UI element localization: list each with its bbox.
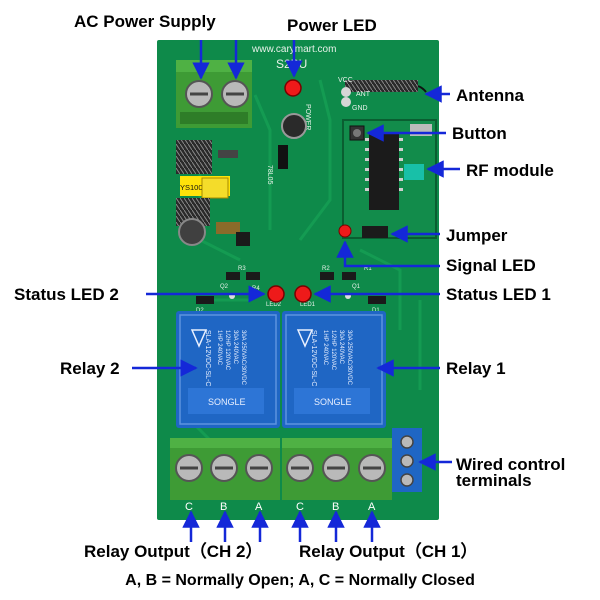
relay-2-brand: SONGLE: [208, 397, 246, 407]
power-supply-circuit: YS10000593: [176, 140, 240, 246]
label-signal-led: Signal LED: [446, 256, 536, 275]
svg-text:1/2HP 120VAC: 1/2HP 120VAC: [224, 330, 230, 371]
footer-note: A, B = Normally Open; A, C = Normally Cl…: [125, 572, 475, 589]
silk-r1: R1: [364, 266, 372, 272]
button-cap: [353, 129, 361, 137]
pin-label-c-ch2: C: [185, 501, 193, 513]
pin-label-a-ch2: A: [255, 501, 263, 513]
ac-terminal-block: [176, 60, 252, 128]
label-status-led-1: Status LED 1: [446, 285, 551, 304]
silk-q1: Q1: [352, 284, 361, 290]
label-wired-control: Wired control: [456, 455, 566, 474]
silk-led1: LED1: [300, 302, 316, 308]
svg-text:30A 240VAC: 30A 240VAC: [232, 330, 238, 365]
arrow-signal-led: [336, 240, 440, 268]
label-relay-output-ch1: Relay Output（CH 1）: [299, 542, 478, 561]
svg-text:30A 240VAC: 30A 240VAC: [338, 330, 344, 365]
pin-label-c-ch1: C: [296, 501, 304, 513]
label-relay-output-ch2: Relay Output（CH 2）: [84, 542, 263, 561]
label-wired-control-terminals: terminals: [456, 471, 532, 490]
pin-silk-ant: ANT: [356, 91, 371, 98]
silk-r2: R2: [322, 266, 330, 272]
output-terminal-ch2: [170, 438, 280, 500]
regulator-silk: 78L05: [266, 165, 273, 185]
svg-text:30A 250VAC/30VDC: 30A 250VAC/30VDC: [240, 330, 246, 386]
label-relay-2: Relay 2: [60, 359, 120, 378]
wired-control-block: [392, 428, 422, 492]
silk-r3: R3: [238, 266, 246, 272]
label-jumper: Jumper: [446, 226, 508, 245]
silk-q2: Q2: [220, 284, 229, 290]
pin-silk-gnd: GND: [352, 105, 368, 112]
label-rf-module: RF module: [466, 161, 554, 180]
model-silk: S2PU: [276, 57, 307, 71]
label-ac-power-supply: AC Power Supply: [74, 12, 216, 31]
capacitor: [281, 113, 307, 139]
silk-led2: LED2: [266, 302, 282, 308]
relay-2-body: [176, 311, 280, 428]
svg-text:1HP 240VAC: 1HP 240VAC: [322, 330, 328, 366]
jumper-header: [362, 226, 388, 238]
antenna: [341, 80, 427, 107]
power-silk: POWER: [304, 104, 311, 130]
signal-led: [338, 224, 352, 238]
pin-label-b-ch2: B: [220, 501, 227, 513]
svg-text:30A 250VAC/30VDC: 30A 250VAC/30VDC: [346, 330, 352, 386]
label-relay-1: Relay 1: [446, 359, 506, 378]
relay-1-text: 30A 250VAC/30VDC 30A 240VAC 1/2HP 120VAC…: [310, 330, 352, 386]
status-led-1: [294, 285, 312, 303]
relay-1-body: [282, 311, 386, 428]
label-power-led: Power LED: [287, 16, 377, 35]
pin-silk-vcc: VCC: [338, 77, 353, 84]
pin-label-b-ch1: B: [332, 501, 339, 513]
svg-text:1HP 240VAC: 1HP 240VAC: [216, 330, 222, 366]
silk-r4: R4: [252, 286, 260, 292]
label-button: Button: [452, 124, 507, 143]
relay-1-brand: SONGLE: [314, 397, 352, 407]
output-terminal-ch1: [282, 438, 392, 500]
svg-text:SLA-12VDC-SL-C: SLA-12VDC-SL-C: [310, 330, 317, 386]
relay-2-text: 30A 250VAC/30VDC 30A 240VAC 1/2HP 120VAC…: [204, 330, 246, 386]
svg-text:1/2HP 120VAC: 1/2HP 120VAC: [330, 330, 336, 371]
pointer-arrows: [132, 40, 460, 542]
svg-text:SLA-12VDC-SL-C: SLA-12VDC-SL-C: [204, 330, 211, 386]
regulator: [278, 145, 288, 169]
label-status-led-2: Status LED 2: [14, 285, 119, 304]
label-antenna: Antenna: [456, 86, 524, 105]
status-led-2: [267, 285, 285, 303]
power-led: [284, 79, 302, 97]
pin-label-a-ch1: A: [368, 501, 376, 513]
